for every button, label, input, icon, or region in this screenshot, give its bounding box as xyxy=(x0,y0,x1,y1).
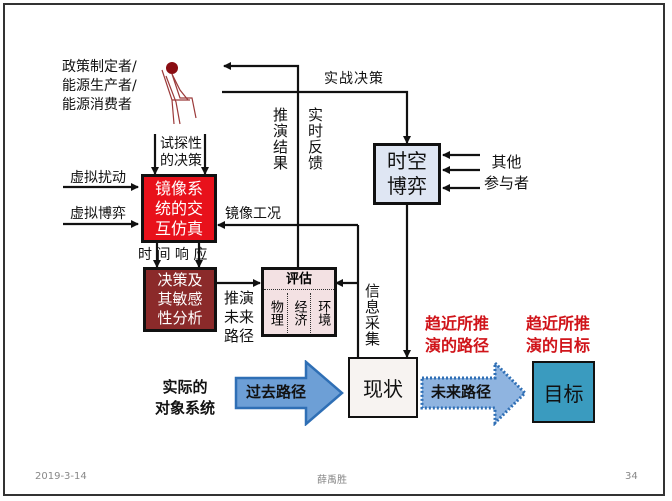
decision-line-1: 决策及 xyxy=(157,271,203,289)
actor-energy-producer: 能源生产者/ xyxy=(62,78,137,94)
other-participants-line-2: 参与者 xyxy=(484,174,530,192)
past-path-label: 过去路径 xyxy=(246,383,307,401)
evaluation-title: 评估 xyxy=(264,270,334,290)
footer-date: 2019-3-14 xyxy=(35,471,87,482)
past-path-arrow xyxy=(234,360,344,426)
actual-system-line-2: 对象系统 xyxy=(155,399,216,417)
trial-decision-label: 试探性 的决策 xyxy=(160,136,202,170)
footer-page-number: 34 xyxy=(625,471,638,482)
actor-policy-maker: 政策制定者/ xyxy=(62,59,137,75)
eval-economy: 经济 xyxy=(288,292,312,333)
virtual-disturbance-label: 虚拟扰动 xyxy=(70,170,126,186)
deduce-future-path-label: 推演 未来 路径 xyxy=(224,289,254,346)
combat-decision-line xyxy=(222,90,411,144)
approach-goal-label: 趋近所推 演的目标 xyxy=(526,313,590,357)
spacetime-line-2: 博弈 xyxy=(387,174,427,198)
other-participants-line-1: 其他 xyxy=(491,153,522,171)
time-response-label: 时 间 响 应 xyxy=(138,247,208,263)
actual-system-line-1: 实际的 xyxy=(162,378,208,396)
combat-decision-label: 实战决策 xyxy=(324,71,384,87)
deduce-line-1: 推演 xyxy=(224,289,255,307)
approach-goal-line-2: 演的目标 xyxy=(526,336,591,355)
approach-goal-line-1: 趋近所推 xyxy=(526,314,591,333)
mirror-simulation-box[interactable]: 镜像系 统的交 互仿真 xyxy=(141,174,217,243)
eval-environment: 环境 xyxy=(315,299,331,326)
actor-energy-consumer: 能源消费者 xyxy=(62,97,132,113)
trial-decision-line-1: 试探性 xyxy=(160,136,202,152)
mirror-sim-line-1: 镜像系 xyxy=(154,178,203,198)
deduce-line-3: 路径 xyxy=(224,327,255,345)
other-participants-label: 其他 参与者 xyxy=(484,152,529,194)
info-collection-label: 信息采集 xyxy=(363,283,381,347)
eval-physics: 物理 xyxy=(264,292,288,333)
spacetime-game-box[interactable]: 时空 博弈 xyxy=(373,143,441,205)
future-path-label: 未来路径 xyxy=(431,383,492,401)
mirror-sim-line-2: 统的交 xyxy=(154,198,203,218)
evaluation-box[interactable]: 评估 物理 经济 环境 xyxy=(261,267,337,337)
trial-decision-line-2: 的决策 xyxy=(160,153,202,169)
seated-person-icon xyxy=(161,62,197,125)
footer-author: 薛禹胜 xyxy=(317,475,347,486)
deduce-line-2: 未来 xyxy=(224,308,255,326)
decision-sensitivity-box[interactable]: 决策及 其敏感 性分析 xyxy=(143,267,217,332)
mirror-sim-line-3: 互仿真 xyxy=(154,218,203,238)
decision-line-3: 性分析 xyxy=(157,309,203,327)
deduction-result-label: 推演结果 xyxy=(271,107,289,171)
spacetime-line-1: 时空 xyxy=(387,149,427,173)
approach-path-line-2: 演的路径 xyxy=(425,336,490,355)
actual-system-label: 实际的 对象系统 xyxy=(155,377,215,419)
future-path-arrow xyxy=(420,360,528,426)
deduction-result-line xyxy=(223,62,300,267)
approach-path-label: 趋近所推 演的路径 xyxy=(425,313,489,357)
mirror-condition-label: 镜像工况 xyxy=(225,206,281,222)
current-state-box[interactable]: 现状 xyxy=(348,357,418,418)
decision-line-2: 其敏感 xyxy=(157,290,203,308)
actors-label: 政策制定者/ 能源生产者/ 能源消费者 xyxy=(62,58,137,115)
goal-box[interactable]: 目标 xyxy=(532,361,595,423)
realtime-feedback-label: 实时反馈 xyxy=(306,107,324,171)
virtual-game-label: 虚拟博弈 xyxy=(70,206,126,222)
approach-path-line-1: 趋近所推 xyxy=(425,314,490,333)
